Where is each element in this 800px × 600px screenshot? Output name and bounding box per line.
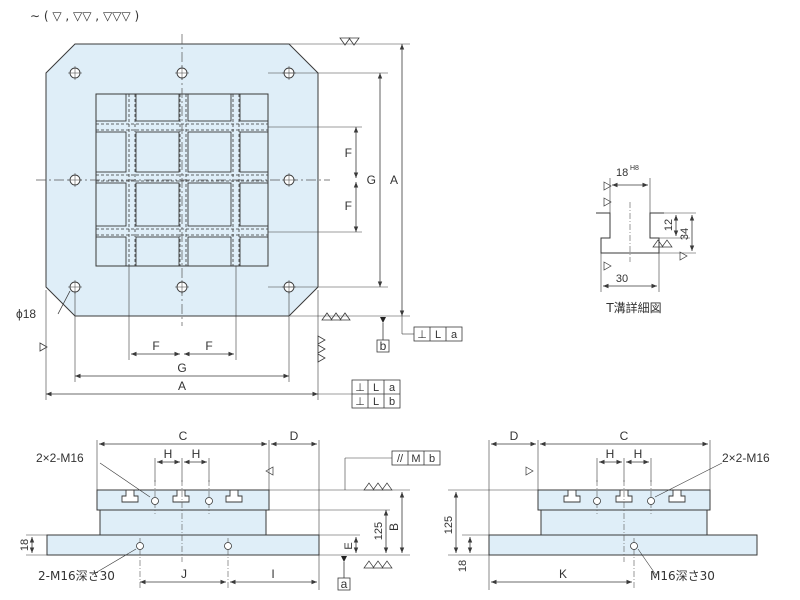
side-dim-18: 18 [457,560,469,572]
front-dim-E: E [343,542,355,549]
front-dim-B: B [387,523,401,531]
t-slot-width-top: 18 [616,167,628,179]
front-tap-bottom-label: 2-M16深さ30 [38,569,115,583]
frame-lb-datum: b [389,396,395,408]
frame-la-symbol: ⊥ [417,329,427,341]
top-view [36,34,463,409]
frame-mb-symbol: // [397,453,404,465]
front-dim-D: D [290,429,299,443]
frame-la-datum: a [451,329,458,341]
surface-finish-symbol: ∼ ( ▽ , ▽▽ , ▽▽▽ ) [30,9,139,23]
dim-F-bottom-right: F [205,339,212,353]
front-dim-J: J [181,567,187,581]
frame-mb-M: M [411,453,420,465]
dim-G-bottom: G [177,361,186,375]
side-dim-125: 125 [443,516,455,534]
dim-F-bottom-left: F [152,339,159,353]
side-tap-top-label: 2×2-M16 [722,451,770,465]
front-datum-a-letter: a [341,577,348,591]
front-dim-H-right: H [192,447,201,461]
datum-b-letter: b [380,339,387,353]
frame2-la-symbol: ⊥ [355,382,365,394]
frame-lb-symbol: ⊥ [355,396,365,408]
t-slot-depth-12: 12 [663,219,675,231]
t-slot-width-tolerance: H8 [630,165,639,172]
frame-mb-datum: b [429,453,435,465]
front-view [26,440,441,591]
side-tap-bottom-label: M16深さ30 [650,569,715,583]
dim-A-bottom: A [178,379,186,393]
t-slot-width-bottom: 30 [616,273,628,285]
front-dim-I: I [271,567,274,581]
side-dim-K: K [559,567,567,581]
side-dim-H-left: H [606,447,615,461]
frame2-la-L: L [373,382,379,394]
side-base [488,534,758,556]
t-slot-caption: T溝詳細図 [605,300,661,315]
front-dim-C: C [179,429,188,443]
front-base [46,534,320,556]
front-dim-125: 125 [373,522,385,540]
dim-F-right-lower: F [345,199,352,213]
side-dim-H-right: H [634,447,643,461]
side-view [448,440,758,590]
dim-G-right: G [367,173,376,187]
side-dim-C: C [620,429,629,443]
hole-diameter-label: ϕ18 [16,307,36,321]
front-riser [99,509,267,536]
dim-A-right: A [390,173,398,187]
t-slot-detail [596,178,696,292]
front-dim-H-left: H [164,447,173,461]
side-dim-D: D [510,429,519,443]
dim-F-right-upper: F [345,146,352,160]
finish-symbols-top [39,37,360,363]
frame2-la-datum: a [389,382,396,394]
frame-la-L: L [435,329,441,341]
front-tap-top-label: 2×2-M16 [36,451,84,465]
t-slot-depth-34: 34 [679,228,691,240]
frame-lb-L: L [373,396,379,408]
pockets [95,93,269,267]
front-dim-18: 18 [19,539,31,551]
